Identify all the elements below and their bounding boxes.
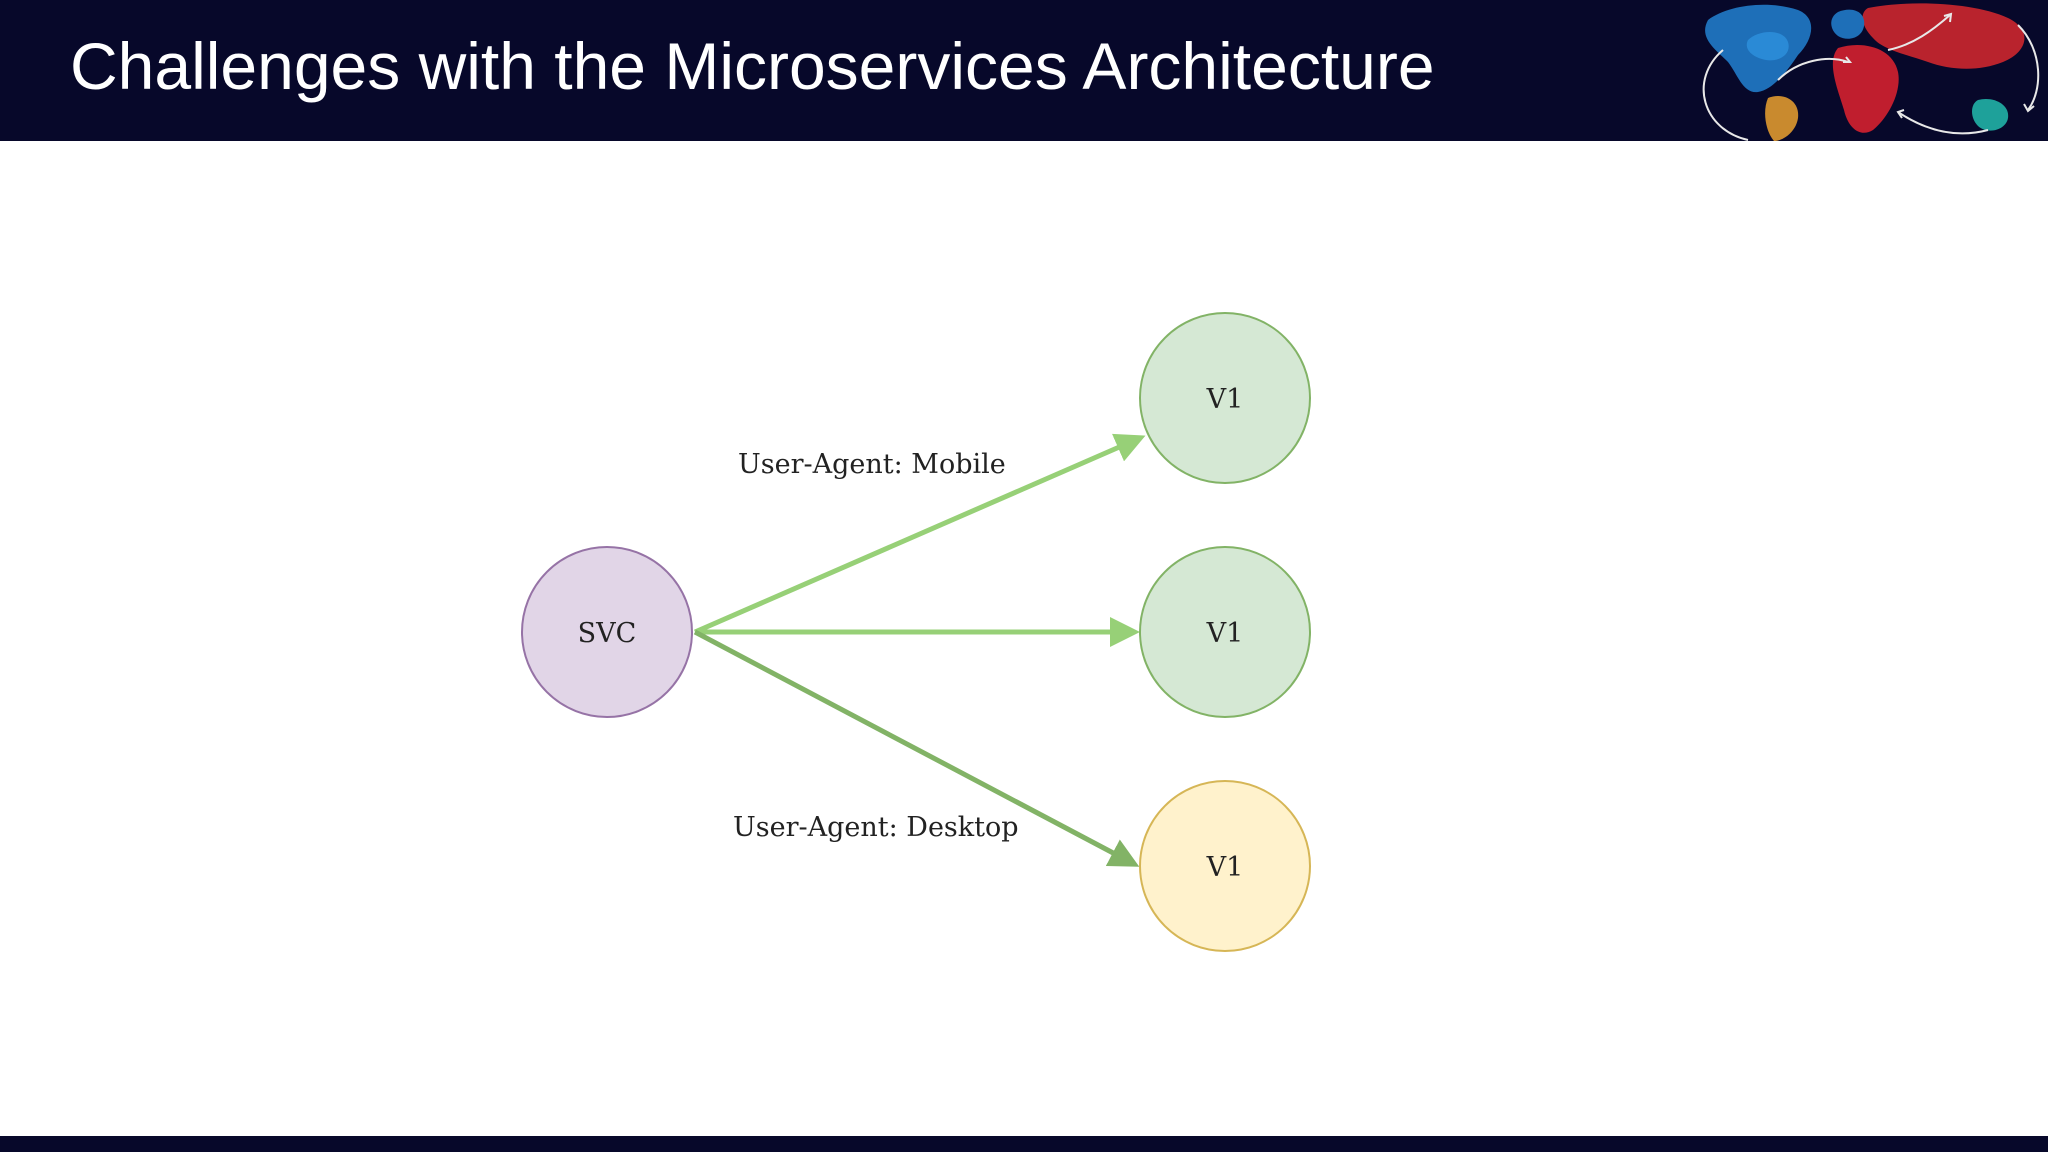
node-v1-top-label: V1 bbox=[1206, 384, 1244, 415]
slide-footer-bar bbox=[0, 1136, 2048, 1152]
world-map-arrows-icon bbox=[1688, 0, 2048, 141]
node-v1-mid-label: V1 bbox=[1206, 618, 1244, 649]
node-v1-bottom: V1 bbox=[1139, 780, 1311, 952]
edge-svc-to-v1-top bbox=[694, 433, 1146, 635]
slide-title: Challenges with the Microservices Archit… bbox=[70, 29, 1435, 103]
node-v1-top: V1 bbox=[1139, 312, 1311, 484]
node-svc-label: SVC bbox=[578, 618, 637, 649]
edge-label-desktop: User-Agent: Desktop bbox=[733, 812, 1019, 843]
node-v1-mid: V1 bbox=[1139, 546, 1311, 718]
slide-header: Challenges with the Microservices Archit… bbox=[0, 0, 2048, 141]
edge-svc-to-v1-bottom bbox=[693, 629, 1140, 867]
node-svc: SVC bbox=[521, 546, 693, 718]
edge-label-mobile: User-Agent: Mobile bbox=[738, 449, 1006, 480]
node-v1-bottom-label: V1 bbox=[1206, 852, 1244, 883]
